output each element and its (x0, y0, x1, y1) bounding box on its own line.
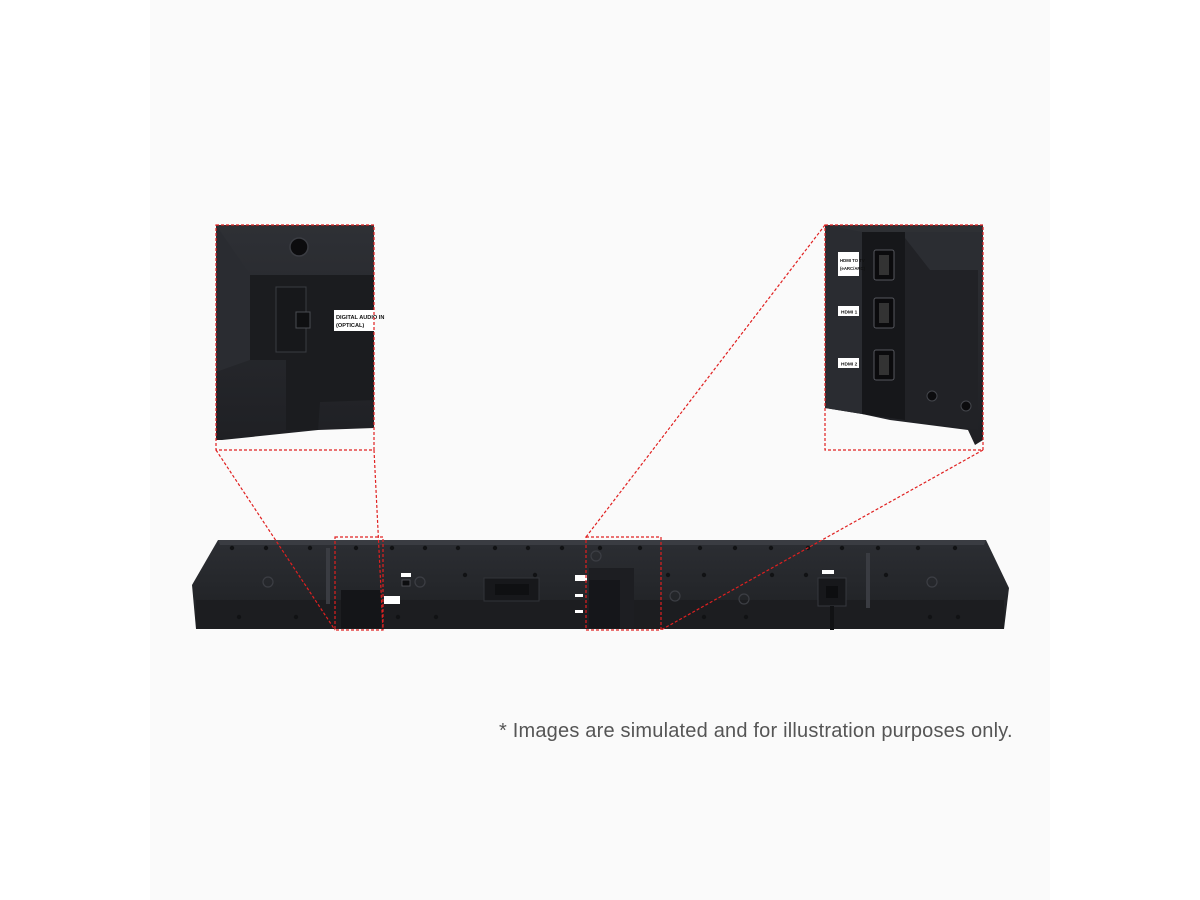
hdmi-labels-small (575, 575, 587, 613)
disclaimer-text: * Images are simulated and for illustrat… (499, 720, 1013, 742)
mounting-holes (229, 545, 961, 620)
callout-lines (215, 224, 984, 631)
optical-port-label-plate (334, 310, 374, 331)
hdmi1-label-plate (838, 306, 859, 316)
left-inset-closeup: DIGITAL AUDIO IN (OPTICAL) (215, 224, 384, 451)
hdmi1-label: HDMI 1 (841, 310, 858, 316)
optical-label-small (384, 596, 400, 604)
hdmi-port-icon (873, 297, 895, 329)
hdmi-out-label-plate (838, 252, 859, 276)
soundbar-rear-view (192, 536, 1009, 631)
optical-label-line1: DIGITAL AUDIO IN (336, 315, 384, 321)
power-label-small (822, 570, 834, 574)
optical-area-highlight (334, 536, 384, 631)
hdmi2-label: HDMI 2 (841, 362, 858, 368)
power-cable (830, 606, 834, 630)
hdmi-port-icon (873, 349, 895, 381)
screw-hole-icon (960, 400, 972, 412)
optical-label-line2: (OPTICAL) (336, 323, 364, 329)
hdmi-port-icon (873, 249, 895, 281)
left-inset-outline (215, 224, 375, 451)
usb-port-icon (401, 579, 411, 587)
hdmi-out-label-line2: (eARC/ARC) (840, 266, 866, 271)
hdmi2-label-plate (838, 358, 859, 368)
screw-hole-icon (926, 390, 938, 402)
right-inset-outline (824, 224, 984, 451)
screw-hole-icon (289, 237, 309, 257)
hdmi-area-highlight (585, 536, 662, 631)
usb-label-small (401, 573, 411, 577)
hdmi-out-label-line1: HDMI TO TV (840, 258, 865, 263)
right-inset-closeup: HDMI TO TV (eARC/ARC) HDMI 1 HDMI 2 (824, 224, 984, 451)
